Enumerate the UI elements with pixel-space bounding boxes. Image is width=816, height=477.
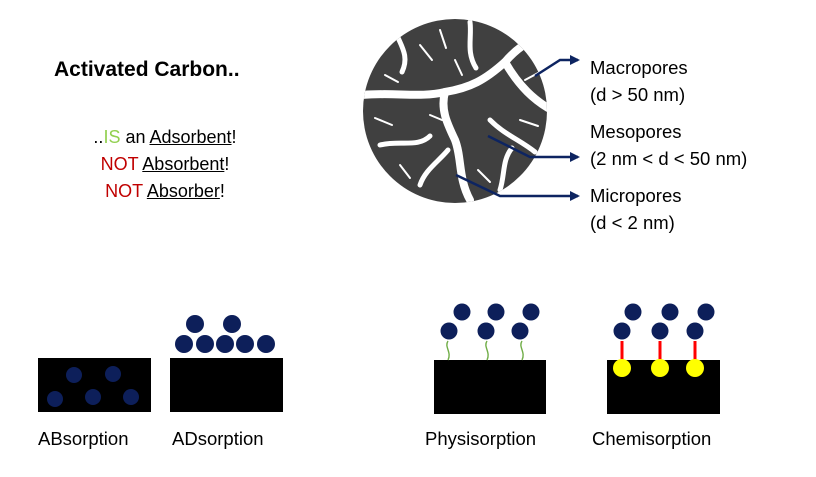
molecule xyxy=(223,315,241,333)
molecule xyxy=(487,303,505,321)
pore-network xyxy=(363,19,547,203)
mesopore-channels xyxy=(377,19,538,193)
absorbent-term: Absorbent xyxy=(142,154,225,174)
macropores-arrow xyxy=(534,55,580,78)
adsorption-caption: ADsorption xyxy=(172,428,264,449)
vdw-link xyxy=(446,340,450,361)
statement-is-adsorbent: ..IS an Adsorbent! xyxy=(93,127,237,147)
statements: ..IS an Adsorbent! NOT Absorbent! NOT Ab… xyxy=(40,124,290,205)
molecule xyxy=(66,367,82,383)
not-word: NOT xyxy=(105,181,143,201)
molecule xyxy=(511,322,529,340)
molecule xyxy=(624,303,642,321)
physisorption-caption: Physisorption xyxy=(425,428,537,449)
macropore-channels xyxy=(363,29,547,203)
adsorbed-molecules xyxy=(175,315,275,353)
physisorption-surface xyxy=(434,360,546,414)
chemisorption-caption: Chemisorption xyxy=(592,428,712,449)
molecule xyxy=(651,322,669,340)
absorber-term: Absorber xyxy=(146,181,220,201)
molecule xyxy=(661,303,679,321)
macropores-label: Macropores (d > 50 nm) xyxy=(590,57,688,105)
molecule xyxy=(216,335,234,353)
physisorption-diagram xyxy=(434,303,546,414)
adsorbent-term: Adsorbent xyxy=(149,127,232,147)
vdw-link xyxy=(520,340,524,361)
molecule xyxy=(85,389,101,405)
not-word: NOT xyxy=(100,154,139,174)
active-site xyxy=(613,359,631,377)
statement-not-absorbent: NOT Absorbent! xyxy=(100,154,230,174)
molecule xyxy=(440,322,458,340)
molecule xyxy=(522,303,540,321)
molecule xyxy=(123,389,139,405)
micropores-label: Micropores (d < 2 nm) xyxy=(590,185,682,233)
micropores-arrow xyxy=(455,173,580,201)
chemisorption-diagram xyxy=(607,303,720,414)
molecule xyxy=(257,335,275,353)
statement-not-absorber: NOT Absorber! xyxy=(105,181,225,201)
active-site xyxy=(651,359,669,377)
carbon-particle xyxy=(363,19,547,203)
mesopores-label: Mesopores (2 nm < d < 50 nm) xyxy=(590,121,748,169)
molecule xyxy=(175,335,193,353)
vdw-link xyxy=(485,340,489,361)
molecule xyxy=(186,315,204,333)
chemical-bonds xyxy=(620,341,697,362)
molecule xyxy=(686,322,704,340)
physisorbed-molecules xyxy=(440,303,540,340)
absorbed-molecules xyxy=(47,366,139,407)
molecule xyxy=(453,303,471,321)
molecule xyxy=(613,322,631,340)
absorption-caption: ABsorption xyxy=(38,428,129,449)
weak-interactions xyxy=(446,340,524,361)
is-word: IS xyxy=(103,127,121,147)
molecule xyxy=(697,303,715,321)
adsorption-diagram xyxy=(170,315,283,412)
leader-arrows xyxy=(455,55,580,201)
absorption-diagram xyxy=(38,358,151,412)
molecule xyxy=(477,322,495,340)
micropore-channels xyxy=(374,29,541,183)
molecule xyxy=(105,366,121,382)
active-site xyxy=(686,359,704,377)
molecule xyxy=(196,335,214,353)
mesopores-arrow xyxy=(487,134,580,162)
adsorbent-block xyxy=(170,358,283,412)
active-sites xyxy=(613,359,704,377)
chemisorbed-molecules xyxy=(613,303,715,340)
page-title: Activated Carbon.. xyxy=(54,58,240,81)
molecule xyxy=(236,335,254,353)
molecule xyxy=(47,391,63,407)
